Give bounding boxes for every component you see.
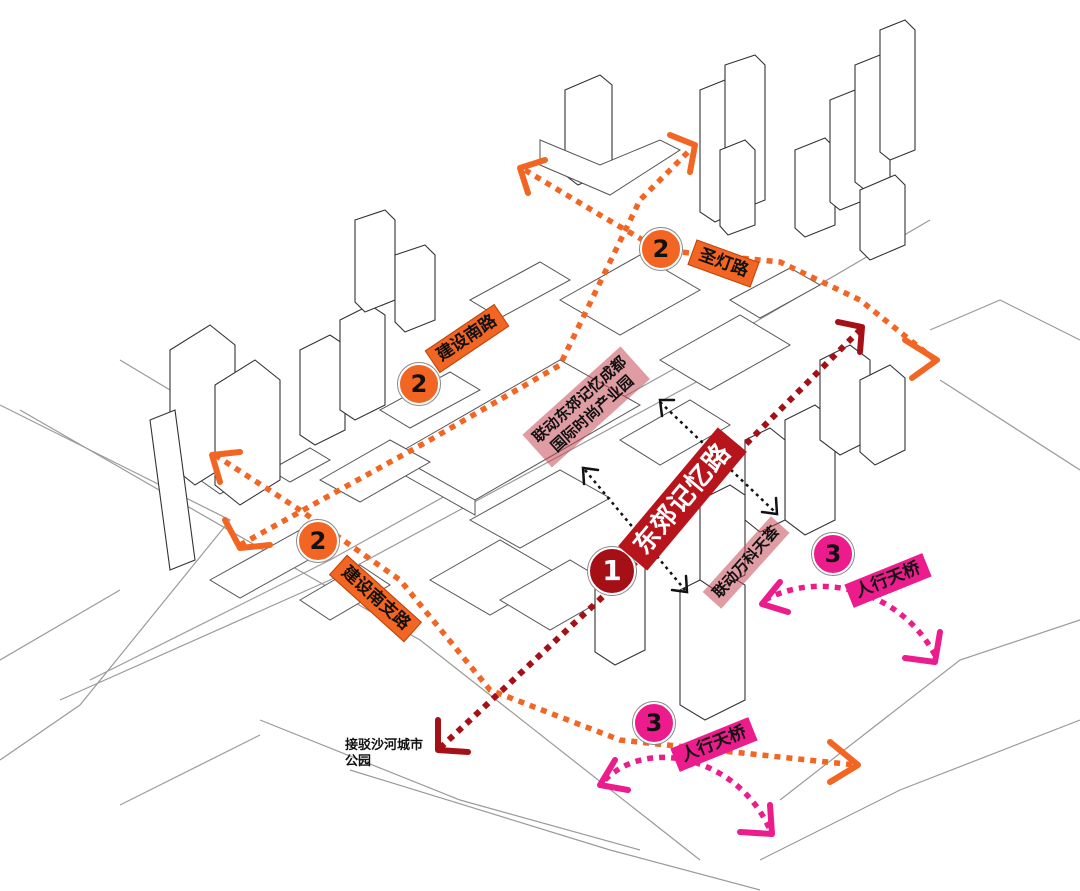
route-3-paths bbox=[603, 583, 938, 832]
park-connection-note: 接驳沙河城市 公园 bbox=[345, 738, 424, 770]
route-1-arrowheads bbox=[435, 319, 865, 755]
route-2-badge-top: 2 bbox=[640, 228, 682, 270]
connection-arrowheads bbox=[581, 398, 779, 594]
route-2-arrowheads bbox=[209, 132, 940, 785]
route-3-arrowheads bbox=[597, 579, 943, 837]
route-2-badge-bottom: 2 bbox=[297, 520, 339, 562]
high-rise-towers bbox=[149, 19, 916, 721]
route-3-badge-right: 3 bbox=[812, 533, 854, 575]
curved-podium bbox=[539, 139, 682, 196]
route-2-badge-left: 2 bbox=[398, 363, 440, 405]
route-3-badge-bottom: 3 bbox=[633, 702, 675, 744]
